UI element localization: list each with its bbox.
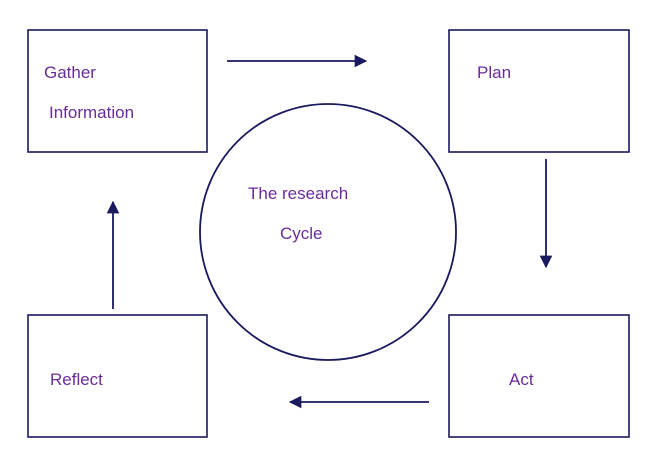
gather-label-line1: Gather (44, 63, 96, 82)
reflect-box (27, 314, 208, 438)
plan-label: Plan (477, 63, 512, 82)
center-circle (199, 103, 457, 361)
reflect-label: Reflect (50, 370, 103, 389)
center-label-line2: Cycle (280, 224, 323, 243)
act-label: Act (509, 370, 534, 389)
act-box (448, 314, 630, 438)
center-label-line1: The research (248, 184, 349, 203)
gather-label-line2: Information (49, 103, 135, 122)
gather-box (27, 29, 208, 153)
plan-box (448, 29, 630, 153)
